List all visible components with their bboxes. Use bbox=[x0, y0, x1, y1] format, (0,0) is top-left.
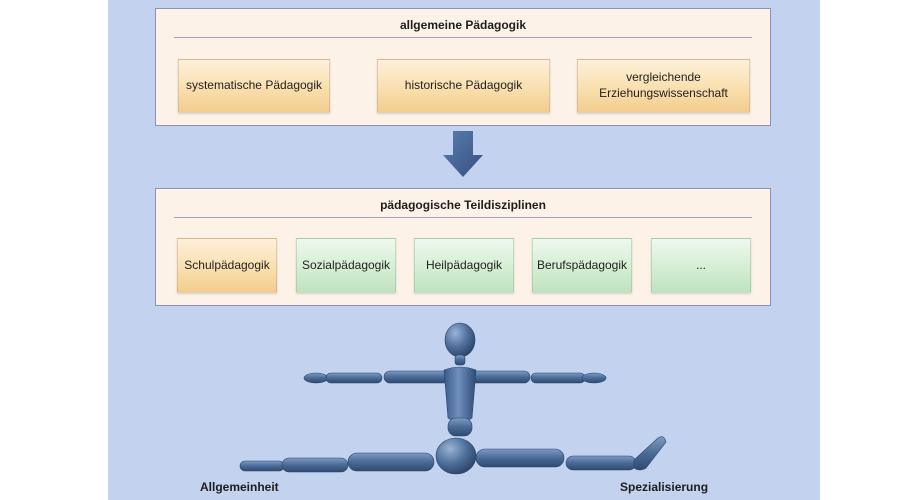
vocational-pedagogy-box: Berufspädagogik bbox=[532, 238, 632, 293]
systematic-pedagogy-box: systematische Pädagogik bbox=[178, 59, 330, 113]
comparative-education-box: vergleichende Erziehungswissenschaft bbox=[577, 59, 750, 113]
more-disciplines-box: ... bbox=[651, 238, 751, 293]
general-pedagogy-title: allgemeine Pädagogik bbox=[399, 18, 527, 32]
mannequin-splits-illustration bbox=[239, 322, 667, 475]
panel-divider bbox=[174, 217, 752, 218]
school-pedagogy-box: Schulpädagogik bbox=[177, 238, 277, 293]
general-pedagogy-panel: allgemeine Pädagogik systematische Pädag… bbox=[155, 8, 771, 126]
sub-disciplines-panel: pädagogische Teildisziplinen Schulpädago… bbox=[155, 188, 771, 306]
social-pedagogy-box: Sozialpädagogik bbox=[296, 238, 396, 293]
special-pedagogy-box: Heilpädagogik bbox=[414, 238, 514, 293]
generality-label: Allgemeinheit bbox=[200, 480, 279, 494]
sub-disciplines-title: pädagogische Teildisziplinen bbox=[380, 198, 546, 212]
historical-pedagogy-box: historische Pädagogik bbox=[377, 59, 550, 113]
panel-divider bbox=[174, 37, 752, 38]
specialization-label: Spezialisierung bbox=[620, 480, 709, 494]
down-arrow-icon bbox=[443, 131, 483, 177]
